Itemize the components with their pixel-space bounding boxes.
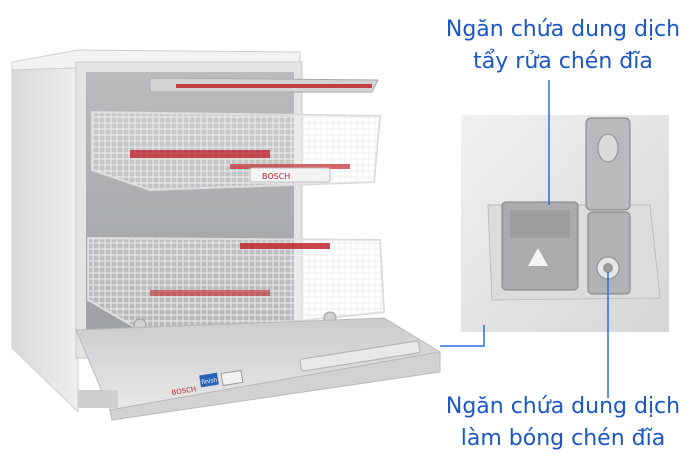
rinse-aid-callout-line-2: làm bóng chén đĩa: [460, 426, 666, 451]
lower-rack: [87, 236, 386, 338]
finish-badge: finish: [201, 377, 218, 386]
upper-rack: BOSCH: [91, 110, 382, 192]
detergent-callout: Ngăn chứa dung dịch tẩy rửa chén đĩa: [438, 14, 688, 78]
detergent-callout-line-2: tẩy rửa chén đĩa: [473, 49, 653, 74]
rack-logo: BOSCH: [262, 172, 290, 181]
detergent-callout-line-1: Ngăn chứa dung dịch: [445, 17, 681, 42]
dishwasher: BOSCH BOSCH finish: [11, 49, 442, 421]
detergent-compartment-inset: [461, 115, 669, 332]
detergent-symbol: [528, 248, 548, 266]
side-panel: [11, 67, 79, 414]
callout-lines: [440, 80, 609, 398]
detergent-lid: [585, 117, 631, 211]
control-panel: [299, 340, 421, 372]
rinse-aid-callout: Ngăn chứa dung dịch làm bóng chén đĩa: [428, 391, 698, 455]
rinse-aid-callout-line-1: Ngăn chứa dung dịch: [445, 394, 681, 419]
door-logo: BOSCH: [171, 385, 197, 397]
